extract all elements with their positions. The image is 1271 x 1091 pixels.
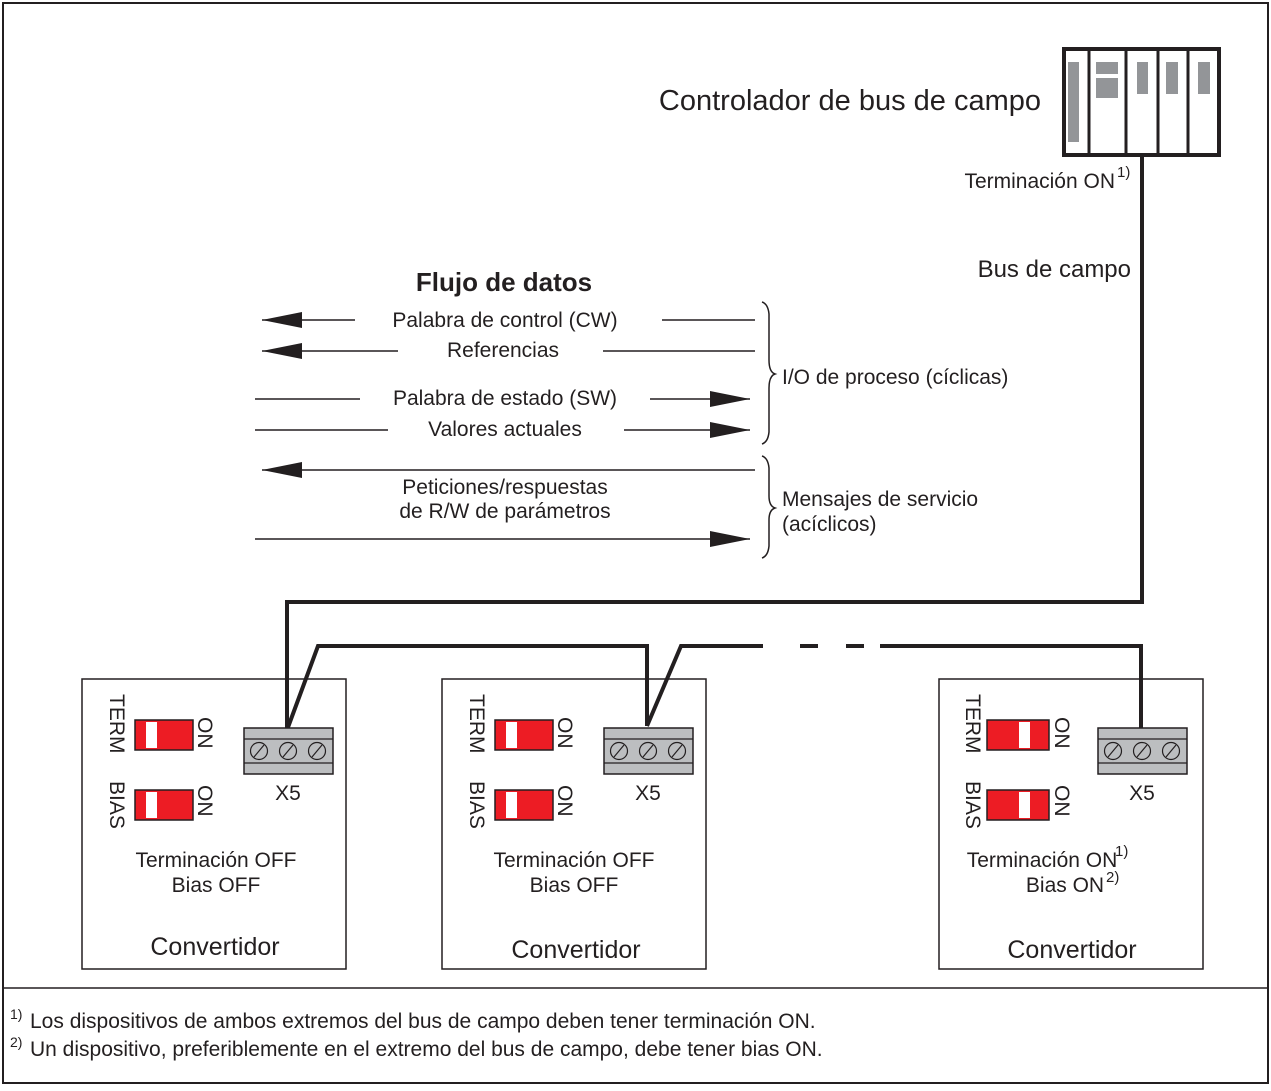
term-on-label: ON [1050,717,1073,749]
termination-status: Terminación OFF [493,849,654,872]
service-messages-brace [761,455,778,559]
drive-2: TERM BIAS ON ON X5 Terminación OFF Bias … [441,678,707,970]
term-dip-switch[interactable] [494,719,554,751]
connector-label: X5 [635,782,661,805]
bus-label: Bus de campo [978,256,1131,283]
drive-name: Convertidor [511,936,640,964]
drive-box [81,678,347,970]
bias-dip-switch[interactable] [134,789,194,821]
bias-status: Bias OFF [530,874,619,897]
bias-switch-label: BIAS [105,781,128,829]
drive-box [441,678,707,970]
bias-status: Bias OFF [172,874,261,897]
footnote-1-mark: 1) [10,1006,22,1022]
param-requests-line1: Peticiones/respuestas [402,476,607,499]
bias-switch-label: BIAS [465,781,488,829]
bias-dip-switch[interactable] [986,789,1050,821]
controller-termination-label: Terminación ON [964,170,1115,193]
actual-values-label: Valores actuales [428,418,582,441]
fieldbus-controller-icon [1062,47,1221,157]
connector-label: X5 [275,782,301,805]
footnote-1-text: Los dispositivos de ambos extremos del b… [30,1010,816,1033]
references-label: Referencias [447,339,559,362]
process-io-brace [761,301,778,445]
x5-connector [243,727,334,775]
term-on-label: ON [193,717,216,749]
termination-status: Terminación ON [967,849,1118,872]
drive-name: Convertidor [1007,936,1136,964]
drive-3: TERM BIAS ON ON X5 Terminación ON 1) Bia… [938,678,1204,970]
bias-switch-label: BIAS [961,781,984,829]
termination-status: Terminación OFF [135,849,296,872]
connector-label: X5 [1129,782,1155,805]
footnote-2-mark: 2) [10,1034,22,1050]
control-word-label: Palabra de control (CW) [392,309,617,332]
controller-termination-footnote-mark: 1) [1117,164,1130,181]
termination-footnote-mark: 1) [1115,843,1128,860]
term-on-label: ON [553,717,576,749]
service-messages-line1: Mensajes de servicio [782,488,978,511]
param-requests-line2: de R/W de parámetros [399,500,610,523]
process-io-label: I/O de proceso (cíclicas) [782,366,1008,389]
status-word-label: Palabra de estado (SW) [393,387,617,410]
bias-on-label: ON [193,785,216,817]
term-dip-switch[interactable] [134,719,194,751]
term-dip-switch[interactable] [986,719,1050,751]
bias-on-label: ON [1050,785,1073,817]
bias-dip-switch[interactable] [494,789,554,821]
term-switch-label: TERM [465,694,488,754]
drive-box [938,678,1204,970]
bias-on-label: ON [553,785,576,817]
controller-label: Controlador de bus de campo [659,85,1041,117]
term-switch-label: TERM [961,694,984,754]
x5-connector [603,727,694,775]
x5-connector [1097,727,1188,775]
fieldbus-cable [285,155,1144,731]
bias-status: Bias ON [1026,874,1104,897]
bias-footnote-mark: 2) [1106,869,1119,886]
footnote-2-text: Un dispositivo, preferiblemente en el ex… [30,1038,823,1061]
service-messages-line2: (acíclicos) [782,513,877,536]
data-flow-title: Flujo de datos [416,267,592,297]
drive-1: TERM BIAS ON ON X5 Terminación OFF Bias … [81,678,347,970]
drive-name: Convertidor [150,933,279,961]
term-switch-label: TERM [105,694,128,754]
